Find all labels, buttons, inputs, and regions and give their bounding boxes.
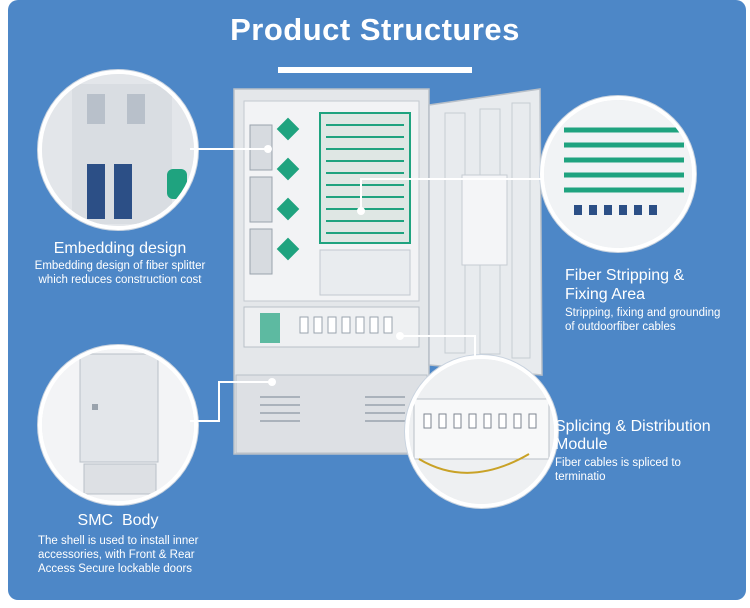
- splicing-detail-image: [405, 355, 558, 508]
- connector-dot-fiber-stripping: [357, 207, 365, 215]
- fiber-stripping-desc-line1: Stripping, fixing and grounding: [565, 307, 721, 319]
- title-underline: [278, 67, 472, 73]
- smc-desc-line2: accessories, with Front & Rear: [38, 549, 195, 561]
- smc-body-detail-image: [38, 345, 198, 505]
- page-title: Product Structures: [230, 12, 520, 47]
- connector-line-embedding: [190, 148, 268, 150]
- adapter-panel-photo: [544, 100, 692, 248]
- smc-cabinet-photo: [42, 349, 194, 501]
- splicing-heading-line1: Splicing & Distribution: [555, 418, 711, 435]
- splitter-slots: [249, 124, 273, 275]
- embedding-heading: Embedding design: [53, 240, 187, 257]
- embedding-detail-image: [38, 70, 198, 230]
- embedding-desc-line2: which reduces construction cost: [38, 274, 202, 286]
- connector-line-smc-top: [218, 381, 270, 383]
- fiber-stripping-detail-image: [540, 96, 696, 252]
- connector-line-smc-vertical: [218, 382, 220, 422]
- connector-dot-smc: [268, 378, 276, 386]
- embedding-desc-line1: Embedding design of fiber splitter: [34, 260, 206, 272]
- fiber-stripping-heading-line2: Fixing Area: [565, 286, 646, 303]
- smc-desc-line1: The shell is used to install inner: [38, 535, 199, 547]
- connector-line-splicing-vertical: [474, 335, 476, 357]
- smc-heading: SMC Body: [77, 512, 159, 529]
- splicing-desc-line2: terminatio: [555, 471, 606, 483]
- splicing-desc-line1: Fiber cables is spliced to: [555, 457, 681, 469]
- connector-line-fiber-stripping-vertical: [360, 178, 362, 210]
- connector-line-smc: [190, 420, 220, 422]
- splitter-slot-photo: [42, 74, 194, 226]
- connector-line-splicing: [400, 335, 475, 337]
- connector-dot-embedding: [264, 145, 272, 153]
- connector-dot-splicing: [396, 332, 404, 340]
- fiber-stripping-desc-line2: of outdoorfiber cables: [565, 321, 676, 333]
- connector-line-fiber-stripping: [360, 178, 542, 180]
- splice-tray-photo: [409, 359, 554, 504]
- smc-desc-line3: Access Secure lockable doors: [38, 563, 193, 575]
- fiber-stripping-heading-line1: Fiber Stripping &: [565, 267, 685, 284]
- splicing-heading-line2: Module: [555, 436, 608, 453]
